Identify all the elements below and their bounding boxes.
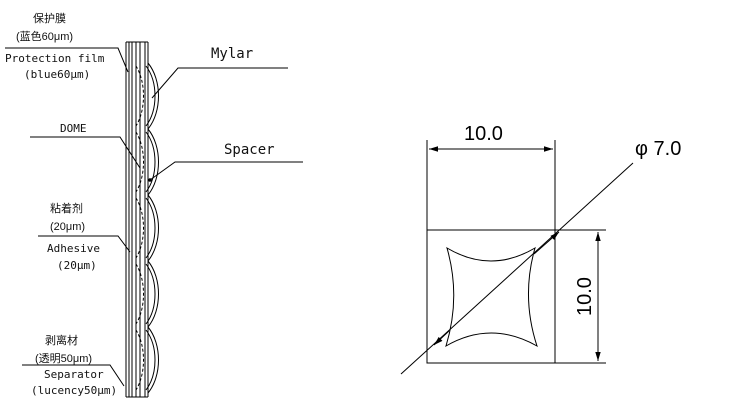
spacer-dot [148, 178, 152, 182]
height-dimension-text: 10.0 [574, 277, 596, 316]
adhesive-cn-spec-text: (20μm) [50, 221, 85, 233]
dome-4 [135, 260, 159, 328]
dome-bulges [135, 62, 159, 394]
mylar-leader-line [151, 67, 288, 99]
dome-1 [135, 62, 159, 130]
width-dimension-text: 10.0 [464, 123, 503, 145]
cross-section-diagram: 保护膜 (蓝色60μm) Protection film (blue60μm) … [5, 11, 303, 398]
protection-cn-text: 保护膜 [33, 11, 66, 25]
protection-en-text: Protection film [5, 52, 105, 65]
spacer-leader-line [149, 161, 303, 181]
protection-cn-spec-text: (蓝色60μm) [16, 29, 73, 43]
dome-text: DOME [60, 122, 87, 135]
separator-cn-text: 剥离材 [45, 333, 78, 347]
dimension-diagram: 10.0 10.0 φ 7.0 [400, 123, 681, 375]
separator-cn-spec-text: (透明50μm) [35, 352, 92, 365]
adhesive-en-text: Adhesive [47, 242, 100, 255]
adhesive-cn-text: 粘着剂 [50, 201, 83, 215]
outline-square [426, 229, 556, 364]
spacer-text: Spacer [224, 142, 275, 158]
dome-label: DOME [30, 122, 141, 169]
mylar-label: Mylar [151, 46, 288, 99]
protection-film-label: 保护膜 (蓝色60μm) Protection film (blue60μm) [5, 11, 129, 81]
dome-star-shape [445, 246, 538, 348]
mylar-text: Mylar [211, 46, 253, 62]
separator-leader-line [22, 364, 125, 387]
separator-en-spec-text: (lucency50μm) [31, 384, 117, 397]
dome-2 [135, 128, 159, 196]
dome-leader-line [30, 136, 141, 169]
adhesive-label: 粘着剂 (20μm) Adhesive (20μm) [38, 201, 131, 272]
separator-label: 剥离材 (透明50μm) Separator (lucency50μm) [22, 333, 125, 397]
spacer-label: Spacer [148, 142, 303, 182]
diameter-dimension-text: φ 7.0 [635, 138, 681, 160]
adhesive-leader-line [38, 235, 131, 253]
diameter-arrow-upper [533, 231, 560, 255]
dome-3 [135, 194, 159, 262]
dome-5 [135, 326, 159, 394]
protection-en-spec-text: (blue60μm) [24, 68, 90, 81]
separator-en-text: Separator [44, 368, 104, 381]
protection-leader-line [5, 47, 129, 73]
adhesive-en-spec-text: (20μm) [57, 259, 97, 272]
film-layers [125, 41, 149, 398]
diameter-arrow-lower [433, 330, 450, 346]
